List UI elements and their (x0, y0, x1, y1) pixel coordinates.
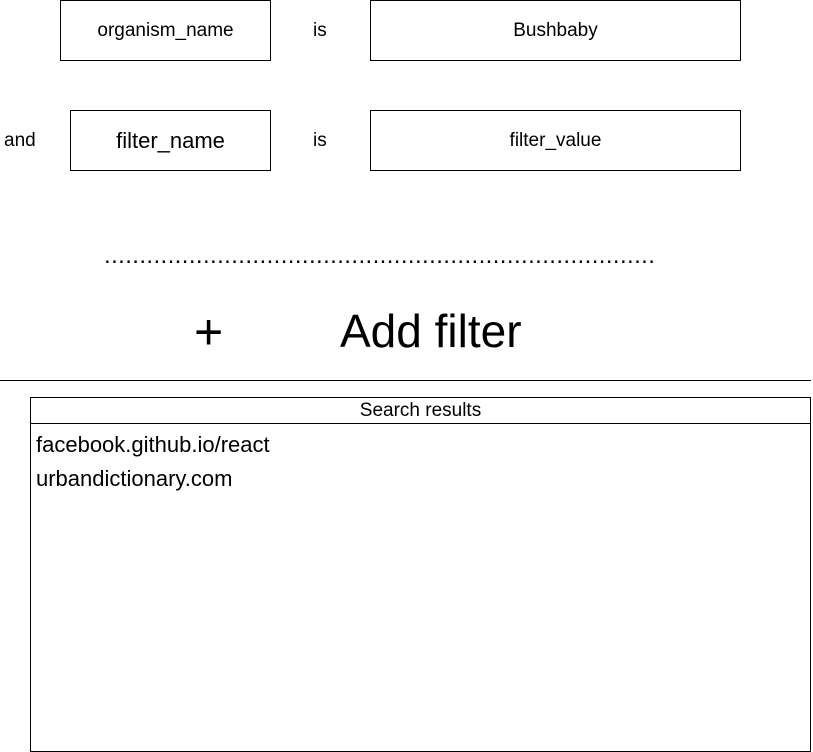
filter-value-input[interactable]: filter_value (370, 110, 741, 171)
filter-field-select[interactable]: filter_name (70, 110, 271, 171)
result-link[interactable]: urbandictionary.com (36, 466, 233, 491)
section-divider (0, 380, 811, 381)
filter-field-organism-name[interactable]: organism_name (60, 0, 271, 61)
search-results-panel: Search results facebook.github.io/react … (30, 397, 811, 752)
filter-operator-label: is (313, 20, 327, 41)
filter-connector-label: and (4, 130, 36, 151)
add-filter-button[interactable]: Add filter (340, 305, 522, 357)
filter-value-input[interactable]: Bushbaby (370, 0, 741, 61)
result-link[interactable]: facebook.github.io/react (36, 432, 270, 457)
more-filters-ellipsis: ........................................… (104, 246, 656, 266)
plus-icon[interactable]: + (194, 304, 224, 360)
filter-operator-label: is (313, 130, 327, 151)
search-results-header: Search results (31, 398, 810, 424)
search-results-list: facebook.github.io/react urbandictionary… (31, 424, 810, 496)
